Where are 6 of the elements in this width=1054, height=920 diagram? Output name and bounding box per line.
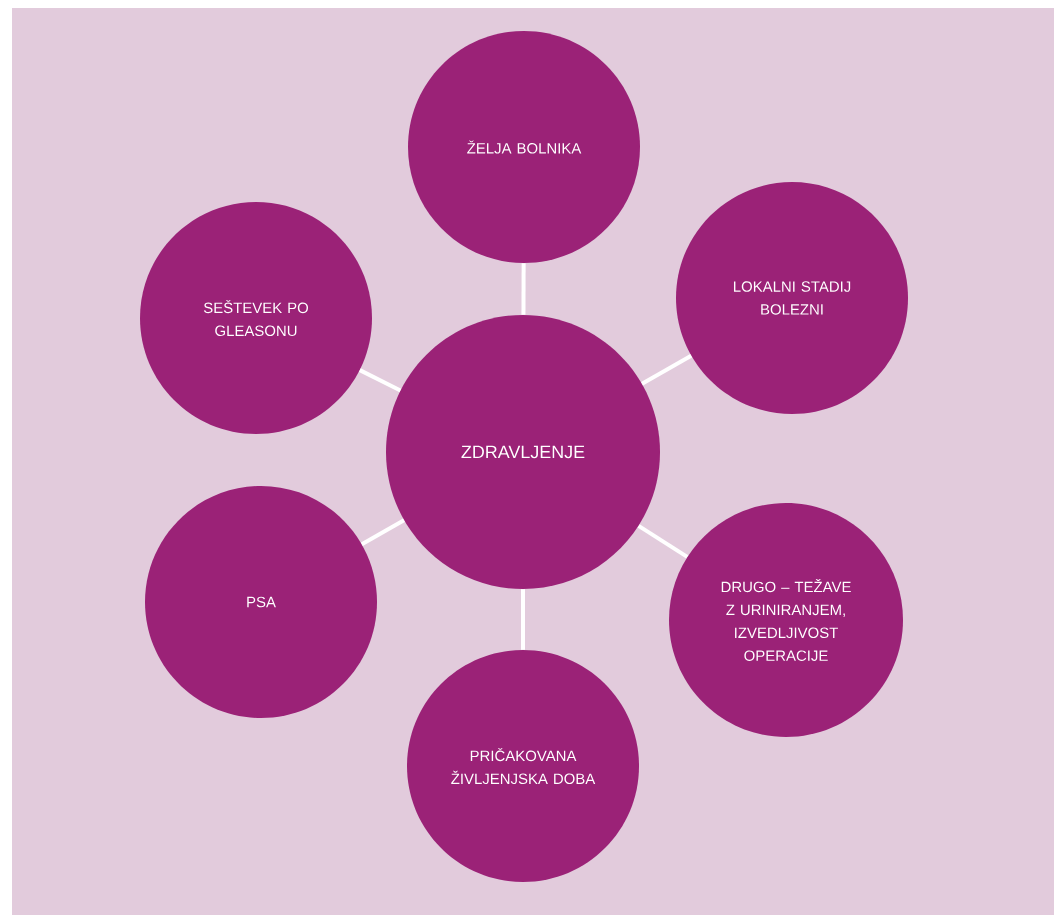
connector-line — [521, 263, 526, 315]
connector-line — [360, 518, 405, 546]
connector-line — [641, 354, 693, 386]
connector-line — [521, 589, 525, 650]
connector-line — [637, 524, 689, 559]
connector-line — [358, 368, 402, 393]
